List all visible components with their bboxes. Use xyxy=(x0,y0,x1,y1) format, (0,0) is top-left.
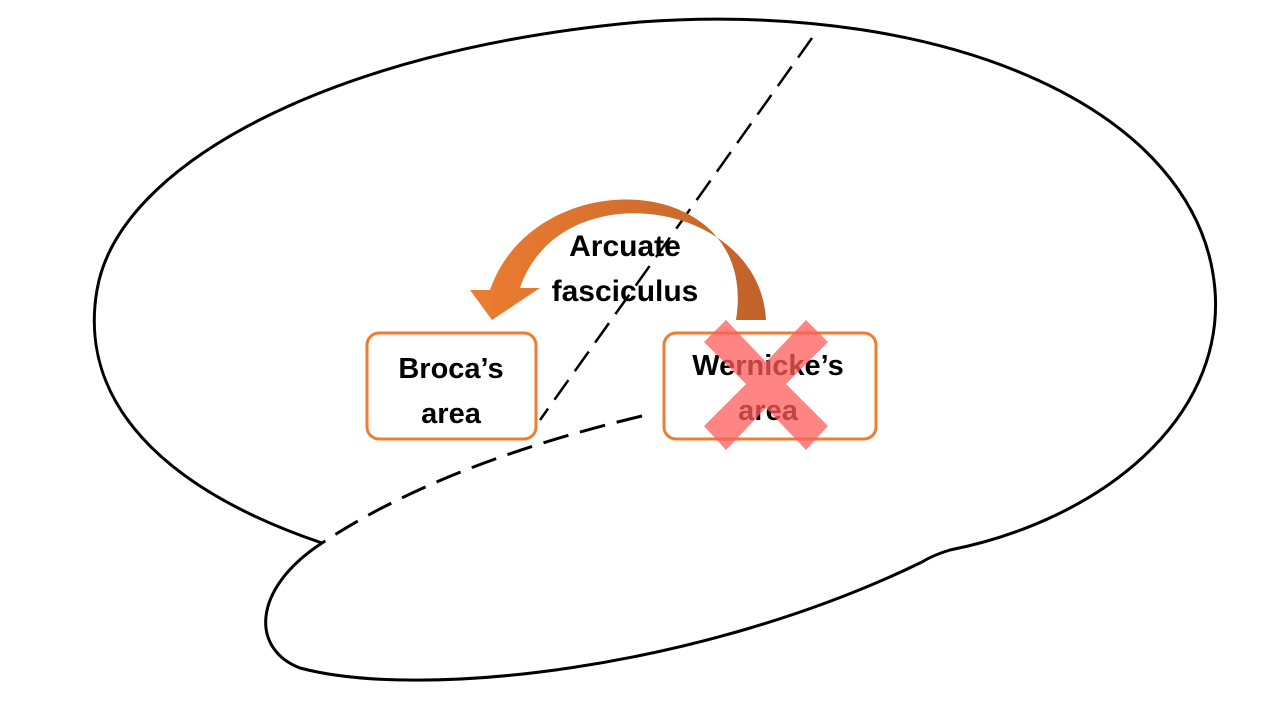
brocas-area-label-line2: area xyxy=(421,398,482,430)
sylvian-fissure-dashed xyxy=(321,414,643,545)
arcuate-fasciculus-label-line1: Arcuate xyxy=(569,230,681,263)
arcuate-fasciculus-arrow xyxy=(470,199,766,320)
temporal-lobe-outline xyxy=(264,541,923,682)
brocas-area-box: Broca’s area xyxy=(365,331,538,441)
brocas-area-border xyxy=(365,331,538,441)
central-sulcus-dashed xyxy=(538,37,814,421)
brocas-area-label-line1: Broca’s xyxy=(398,353,503,385)
arcuate-fasciculus-label-line2: fasciculus xyxy=(552,275,699,308)
cerebrum-outline xyxy=(92,17,1218,564)
cross-icon xyxy=(704,320,828,450)
